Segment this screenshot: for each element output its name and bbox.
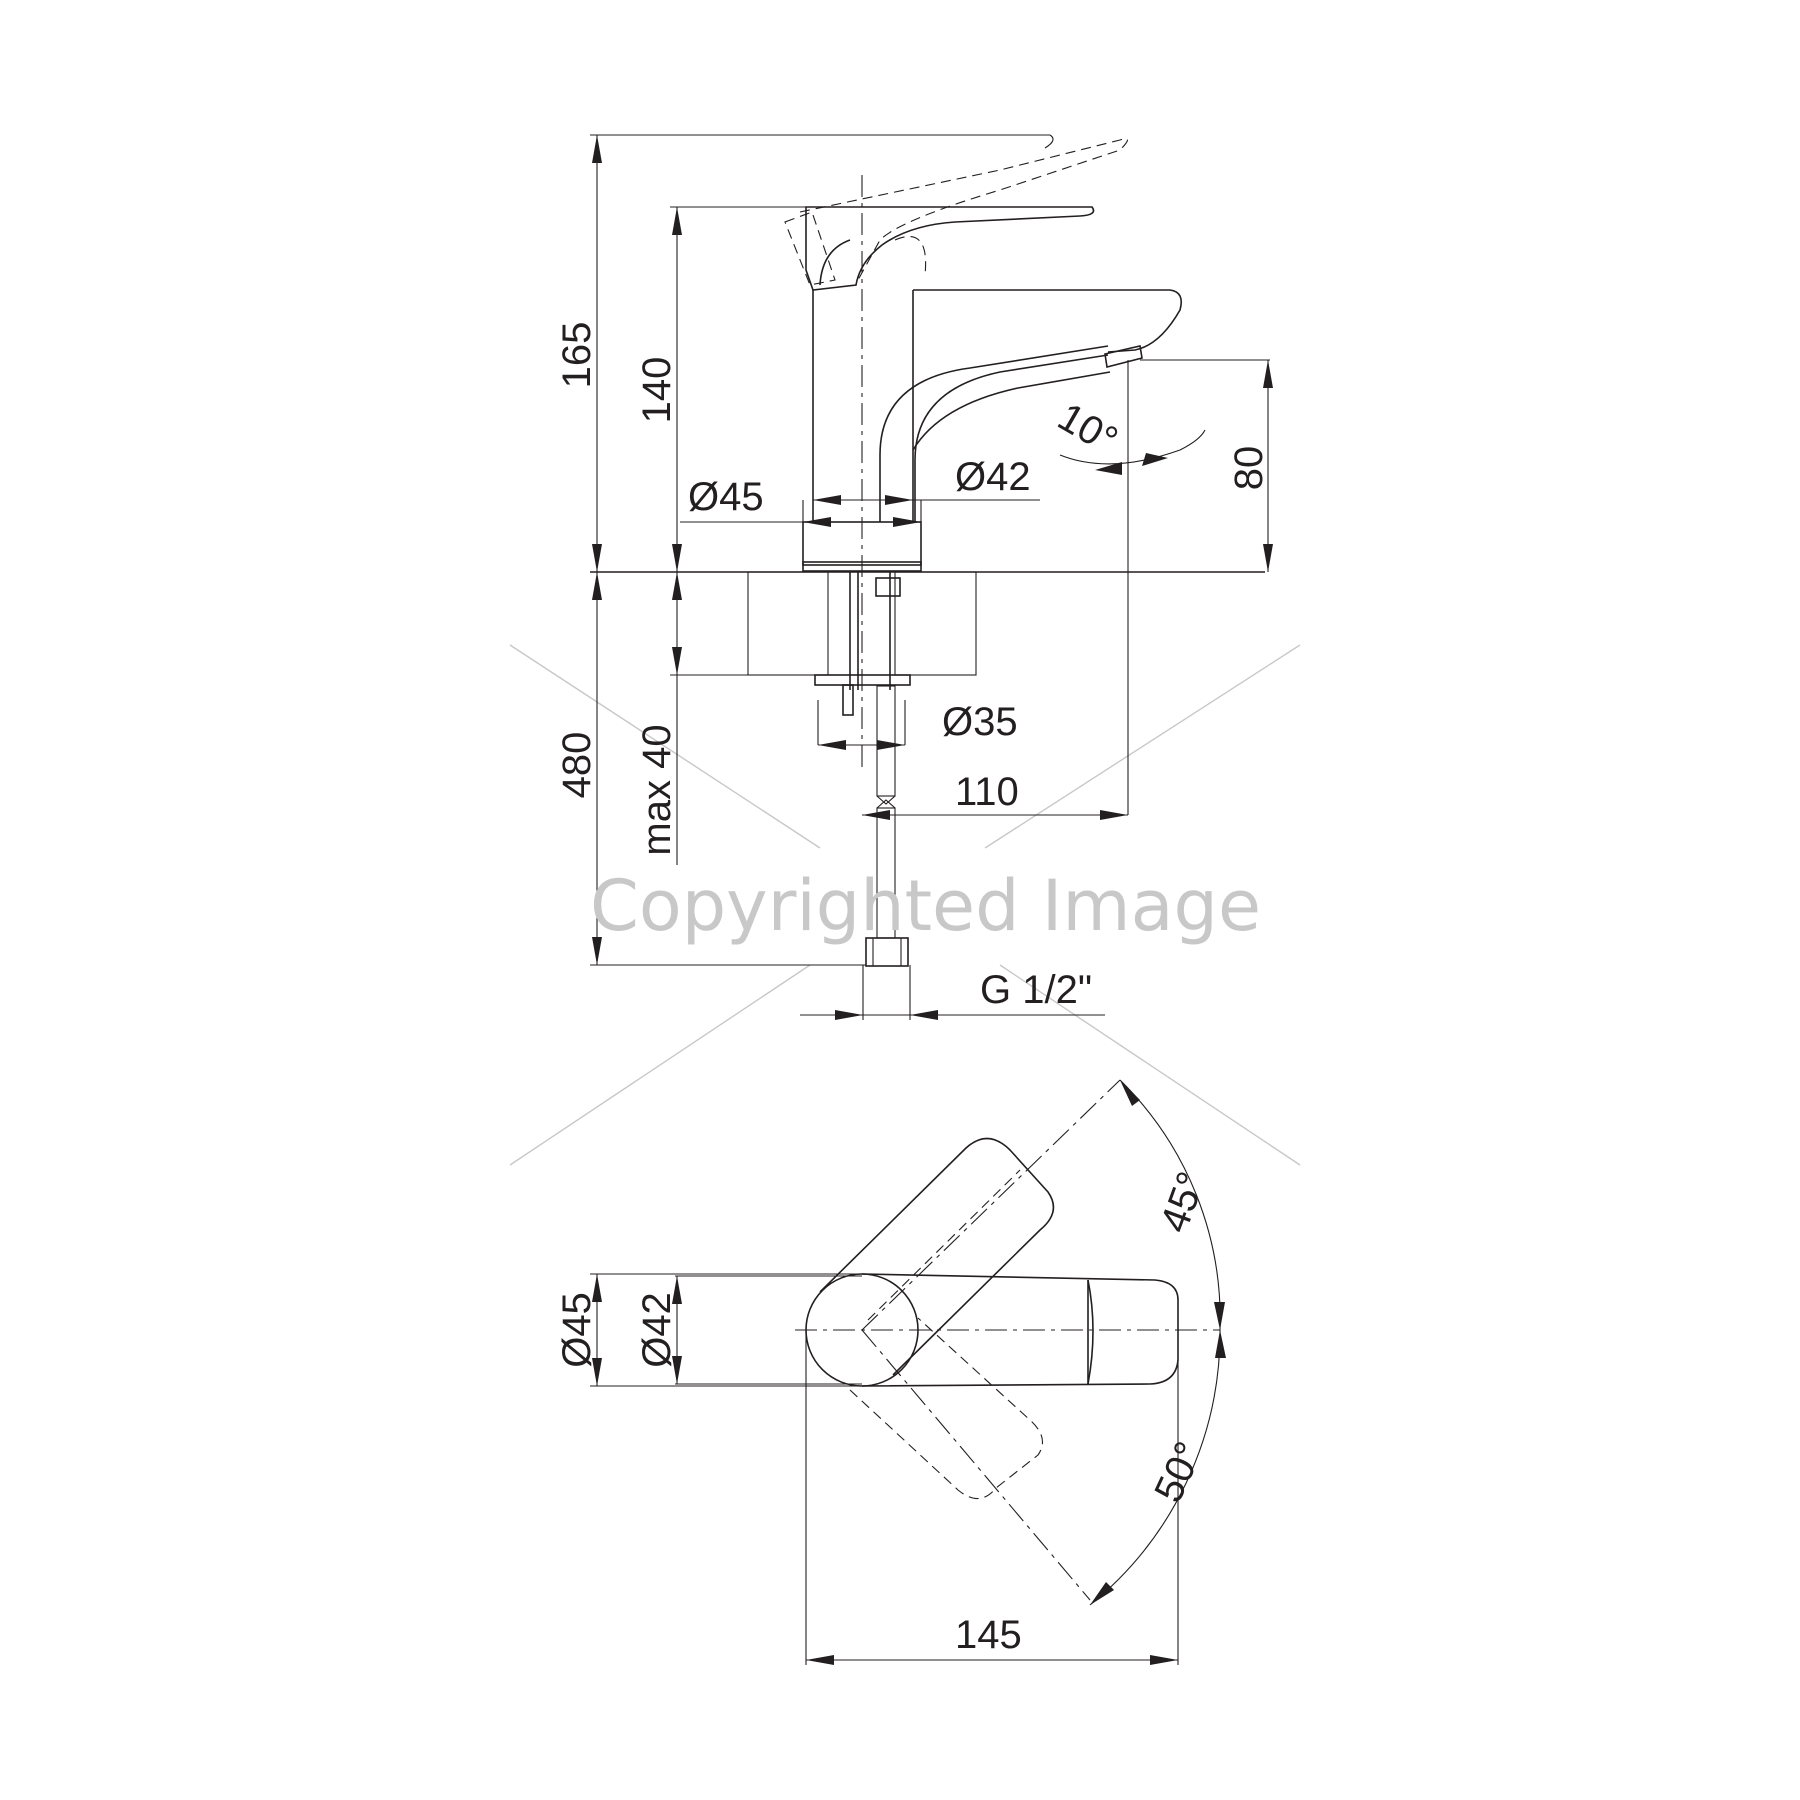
dim-text-top-d45: Ø45: [555, 1292, 599, 1368]
dim-body-diameter: Ø42: [813, 455, 1040, 505]
counter-section-left: [747, 571, 829, 676]
dim-height-lever: 140: [635, 207, 682, 572]
extension-lines: [590, 134, 1270, 1020]
dim-text-g12: G 1/2": [980, 968, 1092, 1012]
dim-text-140: 140: [635, 357, 679, 424]
counter-section-right: [894, 571, 977, 676]
dim-rotation-angles: 45° 50°: [1089, 1079, 1226, 1606]
side-view: 165 140 80 10° Ø45: [555, 134, 1273, 1020]
dim-text-base-d45: Ø45: [688, 475, 764, 519]
dim-text-body-d42: Ø42: [955, 455, 1031, 499]
dim-text-45deg: 45°: [1152, 1166, 1214, 1238]
dim-hose-length: 480: [555, 572, 602, 965]
dim-text-80: 80: [1227, 446, 1271, 491]
fixing-assembly: [814, 572, 911, 716]
hose-nut: [865, 937, 909, 967]
dim-text-165: 165: [555, 322, 599, 389]
dim-spout-height: 80: [1227, 360, 1273, 572]
dim-hole-diameter: Ø35: [818, 700, 1018, 750]
dim-spout-reach: 110: [862, 770, 1128, 820]
dim-text-50deg: 50°: [1146, 1435, 1211, 1508]
dim-text-480: 480: [555, 732, 599, 799]
dim-text-max40: max 40: [635, 724, 679, 855]
dim-top-base-diameter: Ø45: [555, 1274, 602, 1386]
dim-text-145: 145: [955, 1613, 1022, 1657]
dim-text-110: 110: [955, 770, 1019, 814]
dim-text-hole-d35: Ø35: [942, 700, 1018, 744]
dim-text-10deg: 10°: [1051, 395, 1125, 463]
faucet-body: [784, 138, 1183, 770]
dim-base-diameter: Ø45: [680, 475, 921, 527]
top-view: Ø45 Ø42 45° 50° 145: [555, 1079, 1226, 1665]
watermark-lines: [509, 644, 1301, 1166]
watermark-text: Copyrighted Image: [590, 865, 1261, 947]
dim-top-body-diameter: Ø42: [635, 1276, 682, 1384]
dim-counter-thickness: max 40: [635, 572, 682, 865]
dim-top-length: 145: [806, 1613, 1178, 1665]
dim-height-overall: 165: [555, 135, 602, 572]
dim-connection: G 1/2": [800, 968, 1105, 1020]
dim-text-top-d42: Ø42: [635, 1292, 679, 1368]
